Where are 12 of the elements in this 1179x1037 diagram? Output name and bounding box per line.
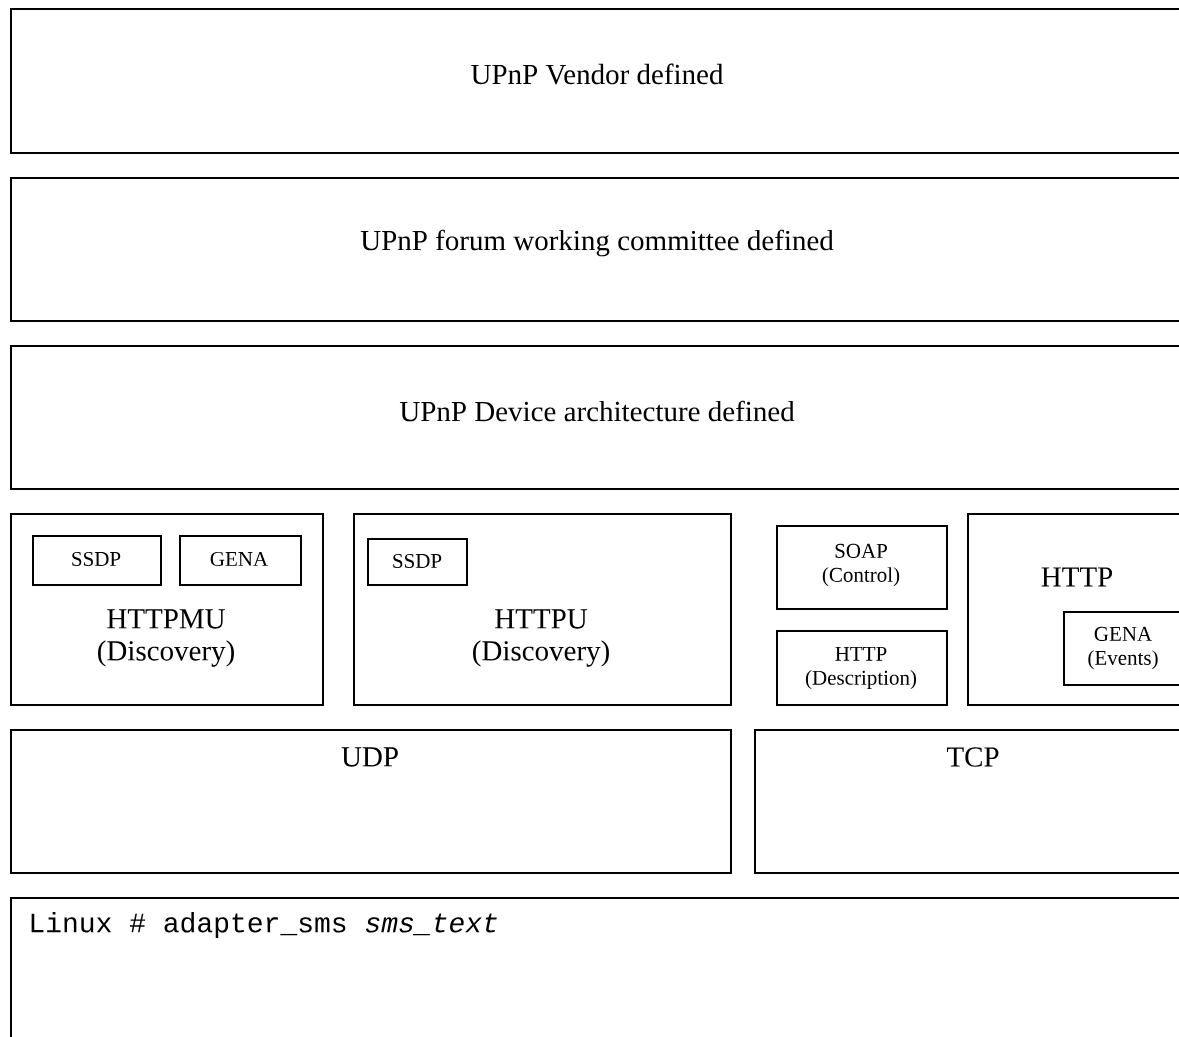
terminal-box: Linux # adapter_sms sms_text [10,897,1179,1037]
protocol-box: SOAP (Control) [776,525,948,610]
protocol-box: SSDP [367,538,468,586]
layer-box: UPnP forum working committee defined [10,177,1179,322]
transport-box: TCP [754,729,1179,874]
layer-box: UPnP Vendor defined [10,8,1179,154]
transport-box: UDP [10,729,732,874]
protocol-box: GENA (Events) [1063,611,1179,686]
layer-box: UPnP Device architecture defined [10,345,1179,490]
protocol-box: GENA [179,535,302,586]
protocol-box: HTTP (Description) [776,630,948,706]
protocol-box: SSDP [32,535,162,586]
